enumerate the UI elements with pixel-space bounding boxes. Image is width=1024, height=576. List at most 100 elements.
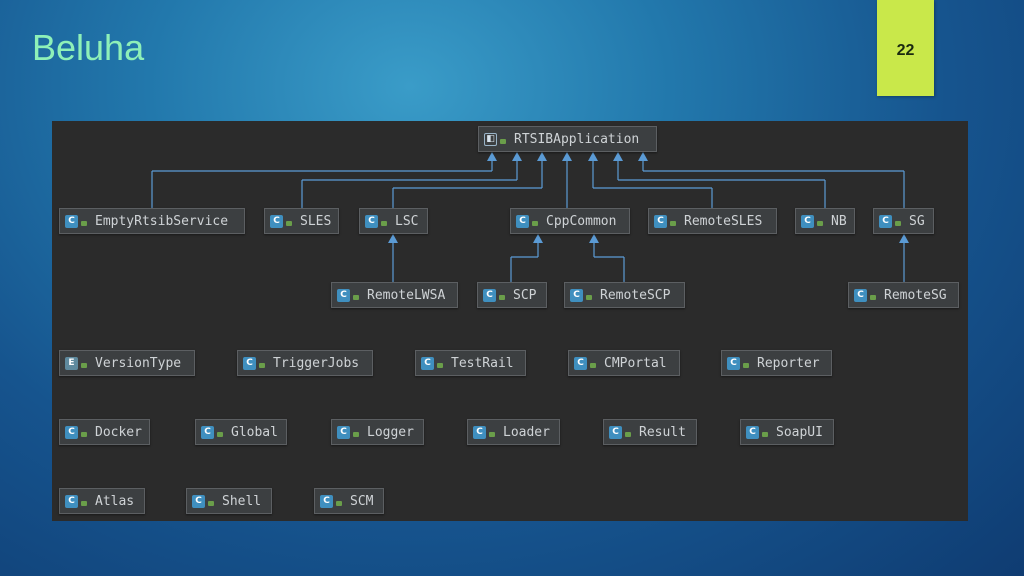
lock-icon: [670, 220, 676, 226]
page-number: 22: [896, 42, 915, 59]
lock-icon: [870, 294, 876, 300]
class-node-version-type[interactable]: E VersionType: [59, 350, 195, 376]
lock-icon: [532, 220, 538, 226]
lock-icon: [489, 431, 495, 437]
lock-icon: [217, 431, 223, 437]
class-icon: C: [365, 214, 378, 228]
class-node-sles[interactable]: C SLES: [264, 208, 339, 234]
class-name: RemoteLWSA: [367, 287, 446, 303]
class-node-remote-sles[interactable]: C RemoteSLES: [648, 208, 777, 234]
class-name: Loader: [503, 424, 550, 440]
class-icon: C: [337, 288, 350, 302]
class-name: LSC: [395, 213, 419, 229]
lock-icon: [743, 362, 749, 368]
inheritance-arrowhead: [588, 152, 598, 161]
class-name: SCM: [350, 493, 374, 509]
class-name: Shell: [222, 493, 262, 509]
class-name: Atlas: [95, 493, 135, 509]
class-node-loader[interactable]: C Loader: [467, 419, 560, 445]
class-icon: C: [65, 494, 78, 508]
lock-icon: [259, 362, 265, 368]
class-icon: C: [727, 356, 740, 370]
class-name: SCP: [513, 287, 537, 303]
class-node-reporter[interactable]: C Reporter: [721, 350, 832, 376]
lock-icon: [762, 431, 768, 437]
class-node-shell[interactable]: C Shell: [186, 488, 272, 514]
class-icon: C: [746, 425, 759, 439]
class-icon: C: [483, 288, 496, 302]
lock-icon: [353, 294, 359, 300]
class-node-docker[interactable]: C Docker: [59, 419, 150, 445]
class-icon: C: [473, 425, 486, 439]
class-node-global[interactable]: C Global: [195, 419, 287, 445]
class-icon: C: [879, 214, 892, 228]
class-name: Docker: [95, 424, 142, 440]
lock-icon: [286, 220, 292, 226]
class-node-remote-sg[interactable]: C RemoteSG: [848, 282, 959, 308]
lock-icon: [336, 500, 342, 506]
lock-icon: [500, 138, 506, 144]
inheritance-arrowhead: [613, 152, 623, 161]
class-name: EmptyRtsibService: [95, 213, 229, 229]
inheritance-arrowhead: [512, 152, 522, 161]
class-name: RemoteSG: [884, 287, 947, 303]
class-icon: C: [201, 425, 214, 439]
inheritance-edges: [151, 152, 909, 282]
class-name: NB: [831, 213, 847, 229]
class-name: RemoteSLES: [684, 213, 763, 229]
class-node-empty-rtsib-service[interactable]: C EmptyRtsibService: [59, 208, 245, 234]
class-name: SoapUI: [776, 424, 823, 440]
class-node-scp[interactable]: C SCP: [477, 282, 547, 308]
page-number-tab: 22: [877, 0, 934, 96]
class-name: TestRail: [451, 355, 514, 371]
inheritance-arrowhead: [899, 234, 909, 243]
class-node-lsc[interactable]: C LSC: [359, 208, 428, 234]
class-icon: C: [801, 214, 814, 228]
lock-icon: [81, 362, 87, 368]
class-name: Reporter: [757, 355, 820, 371]
class-icon: C: [654, 214, 667, 228]
class-icon: C: [270, 214, 283, 228]
lock-icon: [499, 294, 505, 300]
class-node-atlas[interactable]: C Atlas: [59, 488, 145, 514]
lock-icon: [208, 500, 214, 506]
class-icon: C: [609, 425, 622, 439]
class-node-rtsib-application[interactable]: ◧RTSIBApplication: [478, 126, 657, 152]
inheritance-arrowhead: [388, 234, 398, 243]
lock-icon: [81, 500, 87, 506]
slide-title: Beluha: [32, 27, 145, 68]
lock-icon: [586, 294, 592, 300]
class-icon: C: [337, 425, 350, 439]
class-icon: C: [854, 288, 867, 302]
class-icon: C: [192, 494, 205, 508]
class-name: CppCommon: [546, 213, 617, 229]
class-name: Logger: [367, 424, 414, 440]
class-name: VersionType: [95, 355, 182, 371]
inheritance-arrowhead: [533, 234, 543, 243]
class-node-nb[interactable]: C NB: [795, 208, 855, 234]
class-icon: C: [65, 425, 78, 439]
inheritance-arrowhead: [589, 234, 599, 243]
class-name: SLES: [300, 213, 332, 229]
lock-icon: [353, 431, 359, 437]
lock-icon: [437, 362, 443, 368]
class-node-remote-lwsa[interactable]: C RemoteLWSA: [331, 282, 458, 308]
lock-icon: [81, 220, 87, 226]
class-icon: C: [570, 288, 583, 302]
lock-icon: [590, 362, 596, 368]
class-node-soapui[interactable]: C SoapUI: [740, 419, 834, 445]
class-icon: C: [65, 214, 78, 228]
class-name: Global: [231, 424, 278, 440]
lock-icon: [381, 220, 387, 226]
class-icon: C: [574, 356, 587, 370]
enum-icon: E: [65, 356, 78, 370]
class-node-logger[interactable]: C Logger: [331, 419, 424, 445]
